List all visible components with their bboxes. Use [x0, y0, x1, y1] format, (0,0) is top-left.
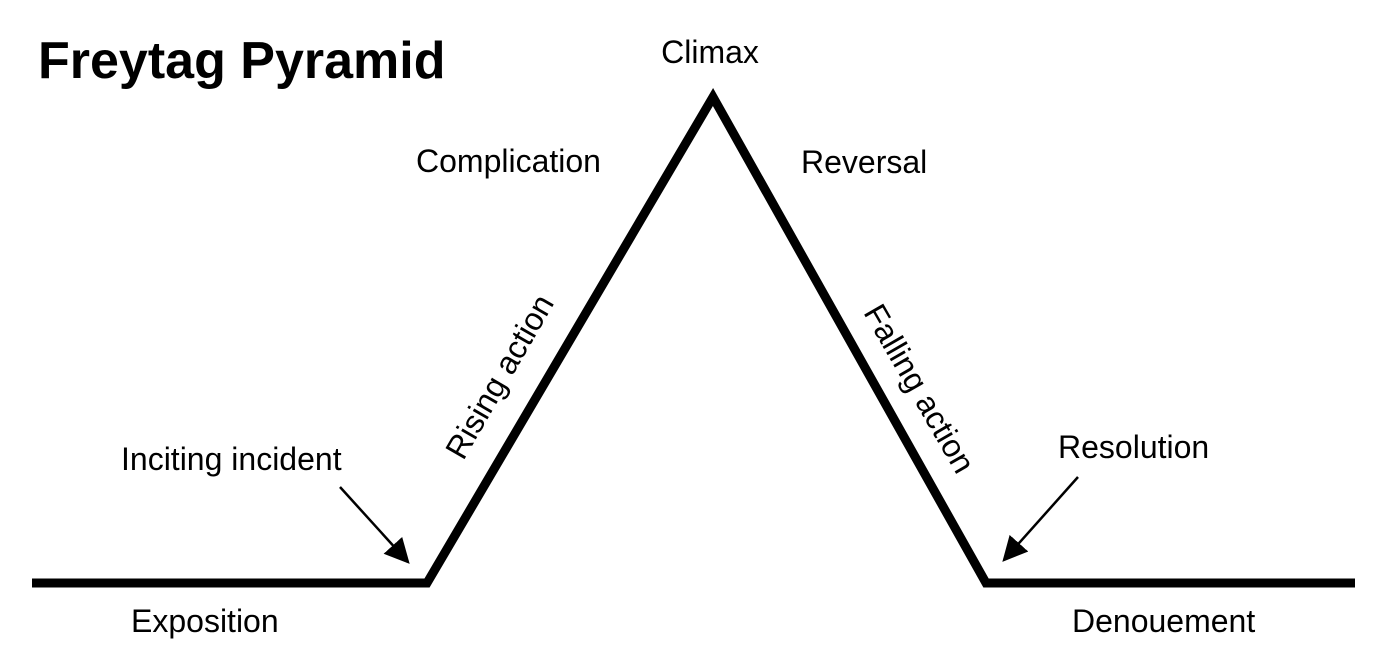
reversal-label: Reversal — [801, 144, 927, 180]
denouement-label: Denouement — [1072, 603, 1255, 639]
pyramid-line — [32, 87, 1355, 588]
resolution-arrow — [1002, 476, 1079, 562]
complication-label: Complication — [416, 143, 601, 179]
inciting-incident-label: Inciting incident — [121, 441, 342, 477]
inciting-incident-arrow — [339, 486, 410, 564]
exposition-label: Exposition — [131, 603, 279, 639]
rising-action-label: Rising action — [438, 288, 561, 465]
diagram-title: Freytag Pyramid — [38, 32, 446, 90]
climax-label: Climax — [661, 34, 759, 70]
resolution-label: Resolution — [1058, 429, 1209, 465]
